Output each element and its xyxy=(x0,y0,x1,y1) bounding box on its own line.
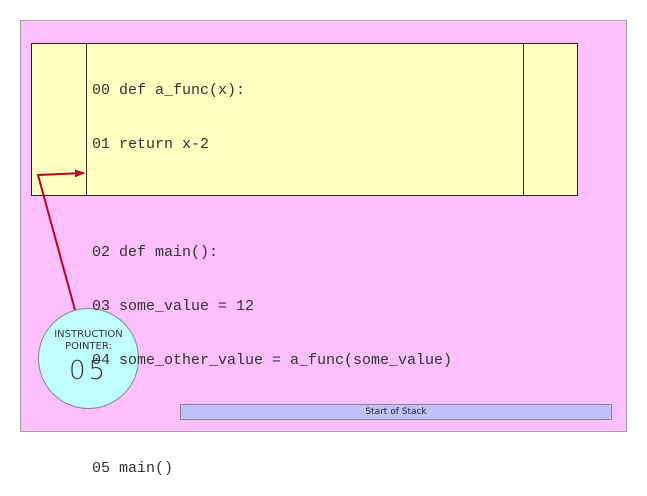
instruction-pointer-value: 05 xyxy=(68,356,109,386)
code-line: 01 return x-2 xyxy=(92,136,210,153)
code-box xyxy=(31,43,578,196)
start-of-stack: Start of Stack xyxy=(180,404,612,420)
code-line: 03 some_value = 12 xyxy=(92,298,255,315)
code-line: 00 def a_func(x): xyxy=(92,82,246,99)
code-line: 05 main() xyxy=(92,460,174,477)
code-line xyxy=(92,406,520,424)
left-divider xyxy=(86,44,87,195)
instruction-pointer-label: INSTRUCTION POINTER: xyxy=(54,329,123,352)
code-line: 02 def main(): xyxy=(92,244,219,261)
code-line xyxy=(92,190,520,208)
instruction-pointer: INSTRUCTION POINTER: 05 xyxy=(38,308,139,409)
right-divider xyxy=(523,44,524,195)
code-listing: 00 def a_func(x): 01 return x-2 02 def m… xyxy=(92,46,520,496)
code-line: 04 some_other_value = a_func(some_value) xyxy=(92,352,453,369)
